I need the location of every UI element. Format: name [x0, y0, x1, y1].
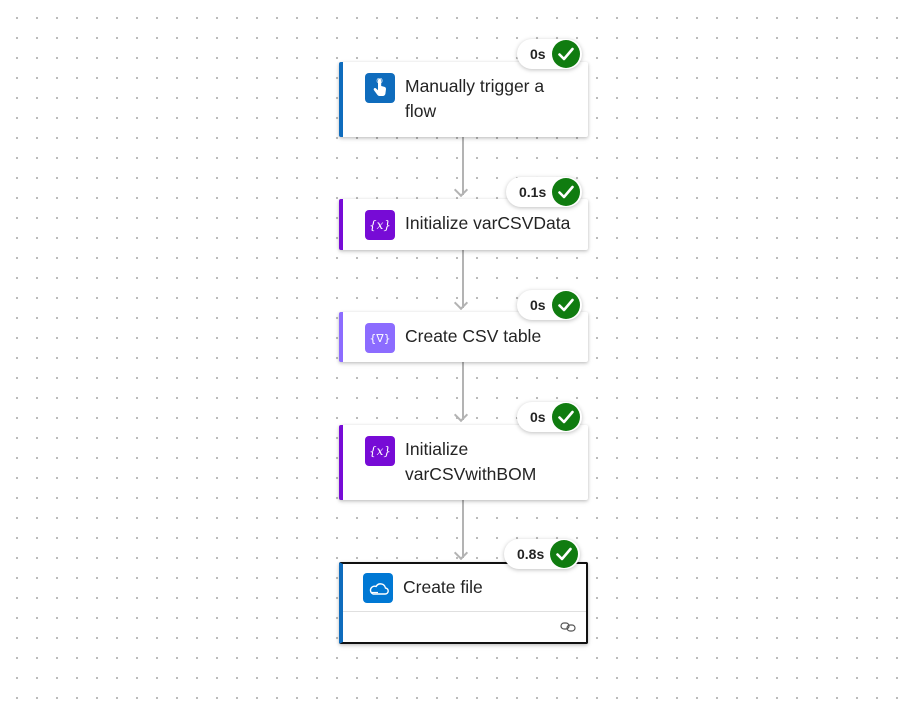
success-check-icon	[551, 40, 580, 68]
step-title: Initialize varCSVwithBOM	[405, 439, 537, 484]
onedrive-cloud-icon	[363, 573, 393, 603]
connector-line	[462, 362, 464, 420]
step-title: Create CSV table	[405, 326, 542, 346]
run-status-badge[interactable]: 0.1s	[506, 177, 583, 207]
svg-text:{∇}: {∇}	[369, 332, 390, 345]
step-card-initialize-varcsvdata[interactable]: {x} Initialize varCSVData	[339, 199, 588, 250]
connector-arrow	[453, 545, 469, 561]
connector-arrow	[453, 407, 469, 423]
run-status-badge[interactable]: 0s	[517, 39, 582, 69]
connector-arrow	[453, 182, 469, 198]
variable-icon: {x}	[365, 210, 395, 240]
connector-line	[462, 137, 464, 195]
step-title: Manually trigger a flow	[405, 76, 545, 121]
hand-touch-icon	[365, 73, 395, 103]
step-card-initialize-varcsvwithbom[interactable]: {x} Initialize varCSVwithBOM	[339, 425, 588, 500]
run-status-badge[interactable]: 0s	[517, 290, 582, 320]
data-operation-icon: {∇}	[365, 323, 395, 353]
svg-text:{x}: {x}	[369, 444, 391, 458]
step-title: Initialize varCSVData	[405, 213, 571, 233]
run-duration: 0.1s	[519, 184, 547, 200]
run-duration: 0.8s	[517, 546, 545, 562]
step-title: Create file	[403, 577, 483, 597]
success-check-icon	[552, 178, 581, 206]
success-check-icon	[551, 291, 580, 319]
connector-line	[462, 250, 464, 308]
run-status-badge[interactable]: 0.8s	[504, 539, 581, 569]
run-duration: 0s	[530, 46, 546, 62]
success-check-icon	[551, 403, 580, 431]
connector-line	[462, 500, 464, 558]
run-status-badge[interactable]: 0s	[517, 402, 582, 432]
link-icon[interactable]	[560, 620, 576, 638]
run-duration: 0s	[530, 409, 546, 425]
success-check-icon	[550, 540, 579, 568]
step-card-create-csv-table[interactable]: {∇} Create CSV table	[339, 312, 588, 362]
card-footer	[343, 611, 586, 642]
svg-text:{x}: {x}	[369, 218, 391, 232]
variable-icon: {x}	[365, 436, 395, 466]
connector-arrow	[453, 295, 469, 311]
step-card-create-file[interactable]: Create file	[339, 562, 588, 644]
run-duration: 0s	[530, 297, 546, 313]
step-card-manual-trigger[interactable]: Manually trigger a flow	[339, 62, 588, 137]
